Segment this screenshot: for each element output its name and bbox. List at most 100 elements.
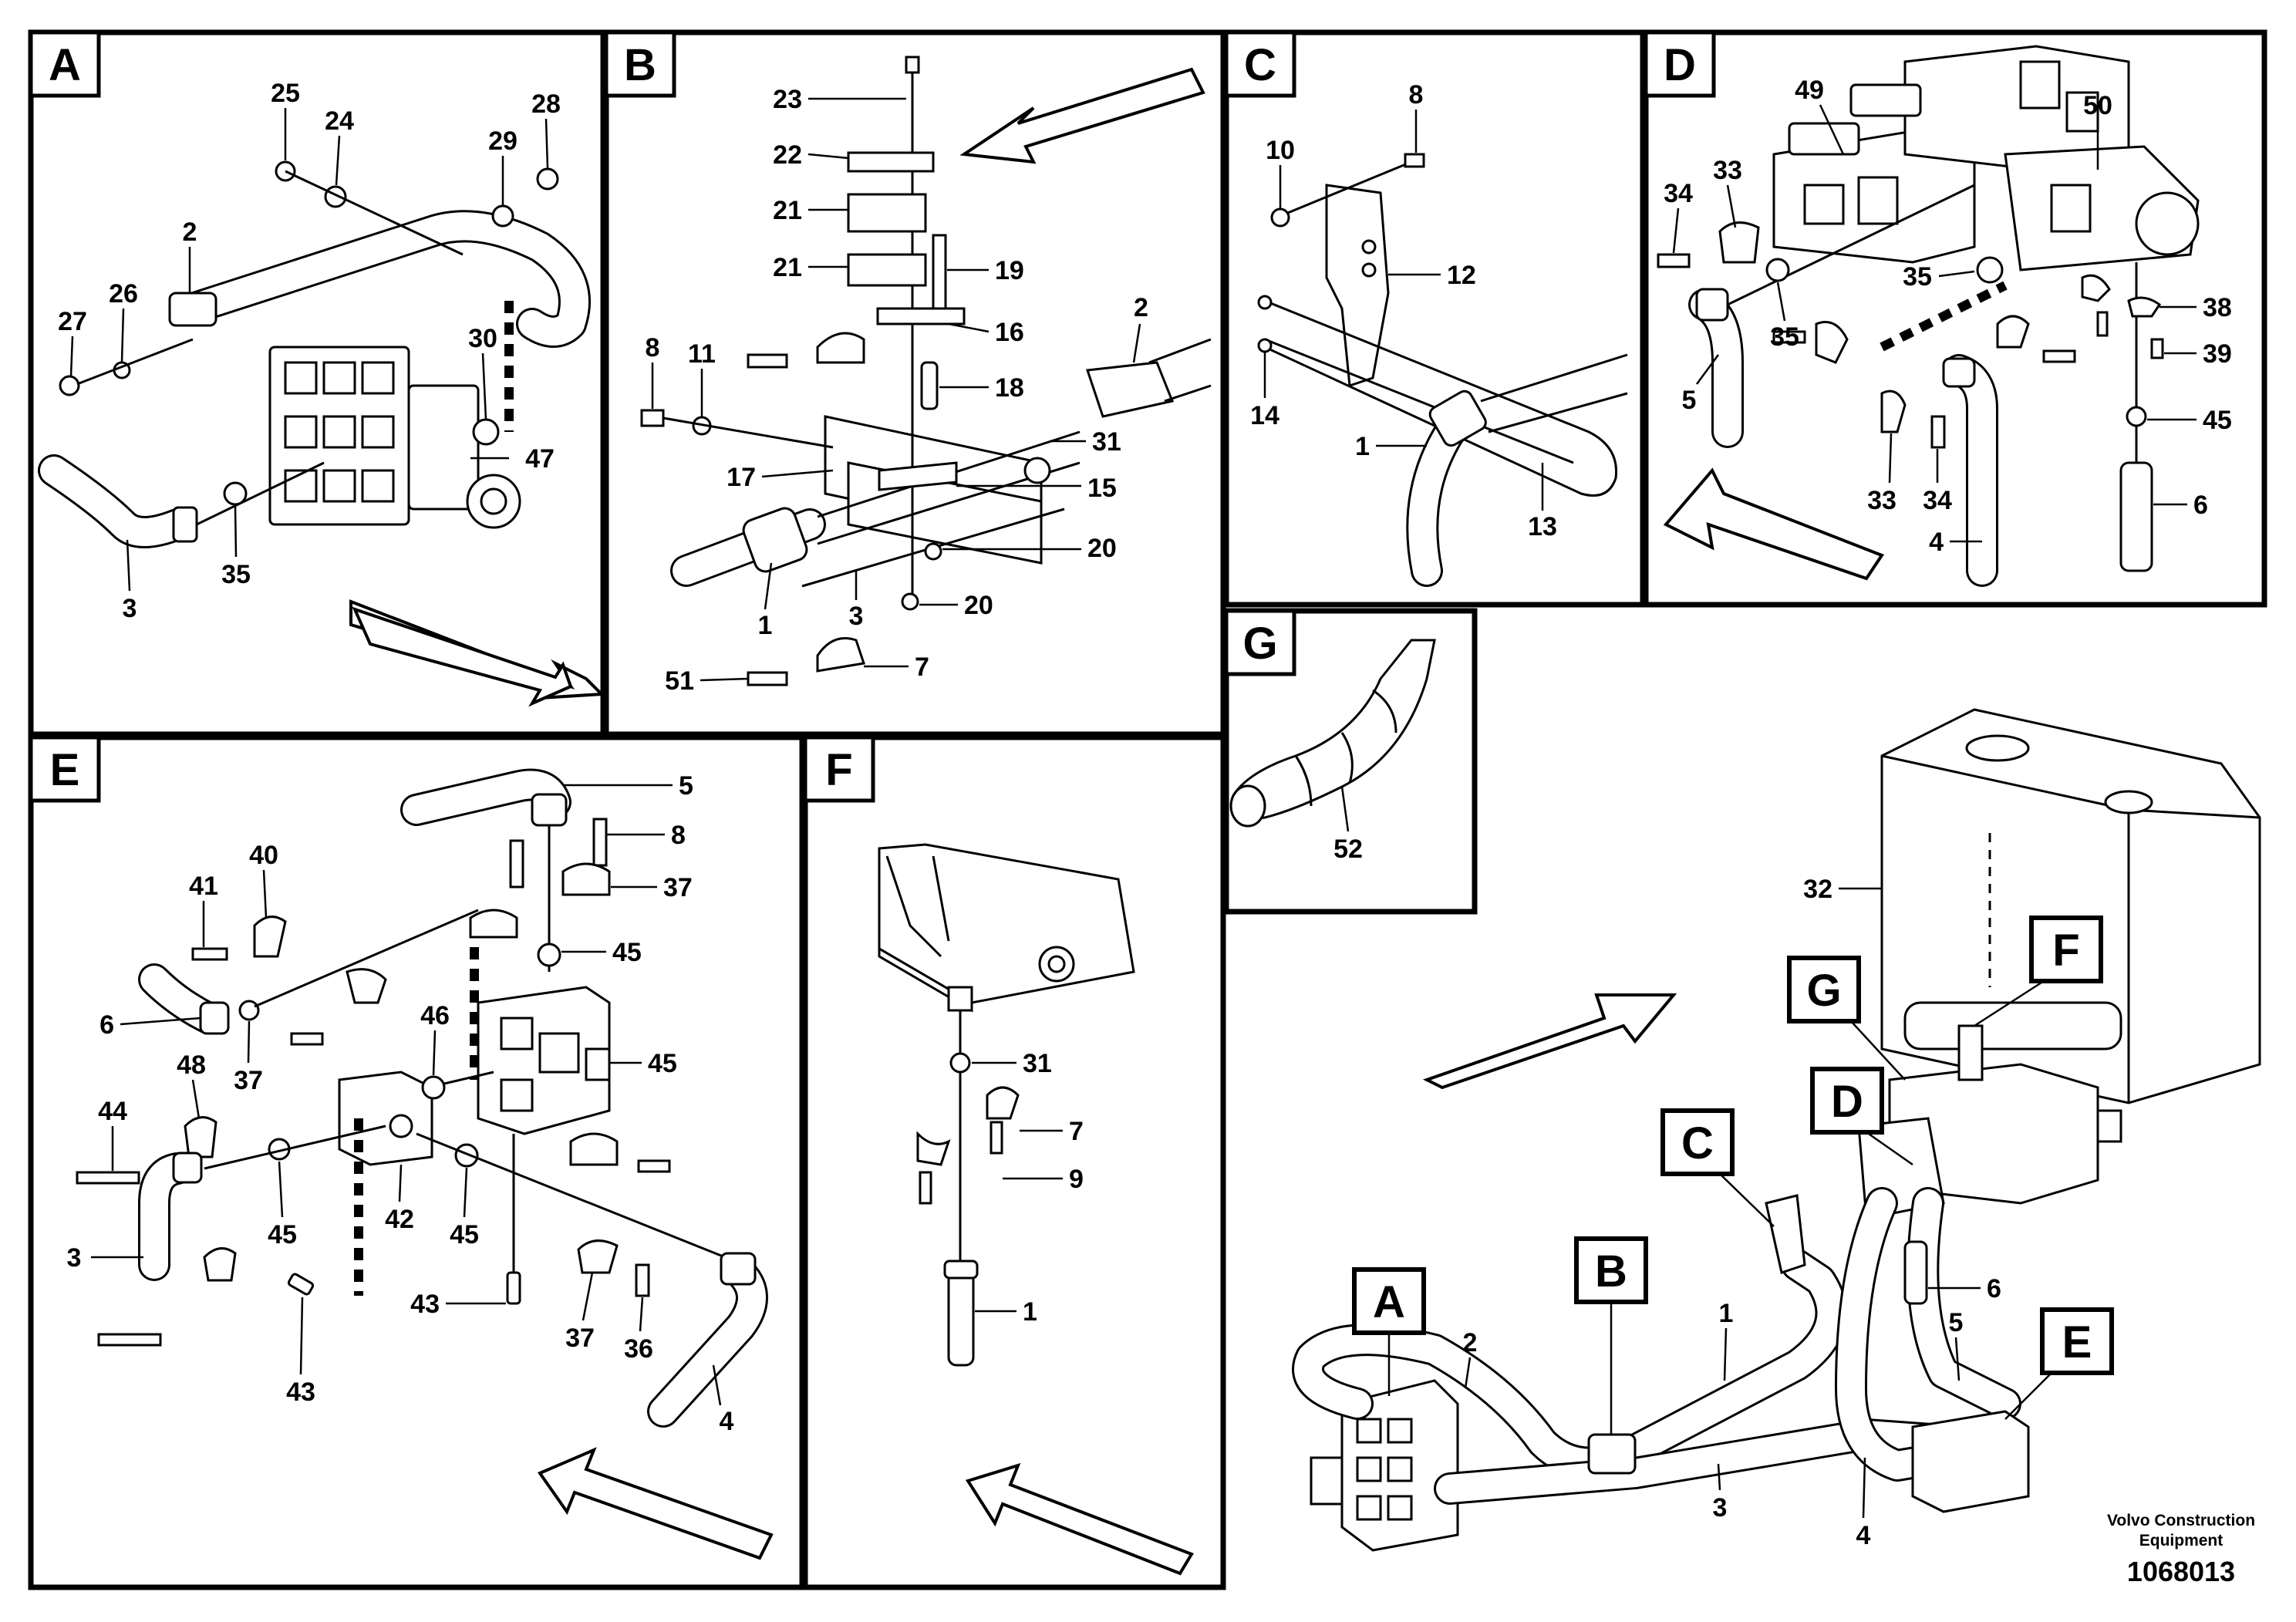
overview-callout-3: 3 [1713, 1493, 1728, 1523]
bolt-43b [287, 1273, 315, 1296]
overview-callout-2: 2 [1463, 1328, 1478, 1357]
callout-8: 8 [1409, 80, 1424, 110]
company-line-2: Equipment [2139, 1532, 2224, 1549]
overview-tag-d: D [1831, 1077, 1863, 1127]
callout-36: 36 [624, 1334, 653, 1364]
overview-control-valve [1310, 1379, 1459, 1552]
callout-33b: 33 [1867, 486, 1896, 515]
overview-tag-d-box [1810, 1067, 1884, 1135]
hose-fitting-3 [172, 506, 198, 543]
callout-44: 44 [98, 1097, 127, 1126]
bolt-36 [635, 1263, 650, 1297]
callout-5: 5 [679, 771, 693, 801]
callout-52: 52 [1333, 835, 1363, 864]
callout-26: 26 [109, 279, 138, 309]
callout-3: 3 [67, 1243, 82, 1273]
callout-51: 51 [665, 666, 694, 696]
panel-g-tag: G [1242, 619, 1277, 669]
bolt-27 [59, 375, 80, 396]
bolt-upper [747, 353, 788, 369]
callout-5: 5 [1682, 386, 1697, 415]
oring-31 [949, 1052, 971, 1074]
direction-arrow-icon [1422, 993, 1677, 1090]
callout-11: 11 [688, 339, 716, 369]
callout-24: 24 [325, 106, 354, 136]
bolt-41 [191, 947, 228, 961]
callout-45-top: 45 [612, 938, 642, 967]
pipe-2 [1148, 338, 1212, 364]
panel-d-tag-box [1644, 30, 1716, 98]
overview-callout-6: 6 [1987, 1274, 2001, 1303]
bolt-upper [509, 839, 524, 889]
connection-dash [1880, 281, 2008, 352]
footer: Volvo Construction Equipment 1068013 [2107, 1512, 2255, 1587]
oring-35c [1976, 256, 2004, 284]
overview-tag-e-box [2040, 1307, 2114, 1375]
oring-46 [238, 1000, 260, 1021]
overview-assembly: F G D C B A E 32 6 2 1 5 3 4 [1292, 708, 2261, 1552]
callout-19: 19 [995, 256, 1024, 285]
callout-8: 8 [646, 333, 660, 363]
overview-tag-b-box [1574, 1236, 1648, 1304]
clamp-40 [253, 916, 287, 958]
callout-25: 25 [271, 79, 300, 108]
clamp-33a [1718, 221, 1760, 264]
plate-15 [878, 461, 958, 491]
bolt-34b [1930, 415, 1946, 449]
bolt-23 [905, 56, 920, 74]
callout-50: 50 [2083, 91, 2112, 120]
callout-45-mid: 45 [268, 1220, 297, 1249]
hose-sleeve-52 [1232, 639, 1436, 820]
callout-17: 17 [727, 463, 756, 492]
clamp-7 [816, 637, 865, 673]
callout-49: 49 [1795, 76, 1824, 105]
callout-21a: 21 [773, 196, 802, 225]
panel-c-tag-box [1224, 30, 1296, 98]
clamp-33b [1880, 389, 1907, 433]
callout-39: 39 [2203, 339, 2232, 369]
callout-41: 41 [189, 872, 218, 901]
callout-34b: 34 [1923, 486, 1952, 515]
clamp-38a [2081, 274, 2111, 302]
hose-5-fitting [1695, 288, 1729, 322]
clamp-7 [986, 1086, 1020, 1120]
bolt-8 [640, 409, 665, 427]
callout-47: 47 [525, 444, 555, 474]
oring-45 [2126, 406, 2147, 427]
hose-5-fitting [531, 793, 568, 827]
nut-20b [901, 592, 919, 611]
overview-clamp-b [1587, 1433, 1637, 1475]
bracket-12 [1325, 184, 1390, 388]
bolt-9 [990, 1121, 1003, 1155]
u-bolt-13a [1264, 299, 1618, 497]
callout-1: 1 [1355, 432, 1370, 461]
plate-16 [876, 307, 966, 325]
bolt-8 [1404, 153, 1425, 168]
callout-2: 2 [183, 218, 197, 247]
overview-callout-5: 5 [1949, 1308, 1964, 1337]
clamp-d-right [1996, 315, 2030, 349]
callout-12: 12 [1447, 261, 1476, 290]
callout-42: 42 [385, 1205, 414, 1234]
company-line-1: Volvo Construction [2107, 1512, 2255, 1529]
clamp-half-21b [847, 253, 927, 287]
callout-35b: 35 [1770, 322, 1799, 352]
overview-tag-f-box [2029, 916, 2103, 983]
panel-f-tag: F [825, 745, 852, 795]
overview-tag-f: F [2052, 926, 2079, 976]
callout-45-left: 46 [420, 1001, 450, 1030]
clamp-mid-e [346, 968, 387, 1004]
callout-16: 16 [995, 318, 1024, 347]
oring-24 [324, 185, 347, 208]
oring-35 [223, 481, 248, 506]
pipe-1-sleeve [742, 507, 808, 573]
plate-22 [847, 151, 935, 173]
clamp-37-top [561, 862, 611, 896]
callout-20a: 20 [1087, 534, 1117, 563]
callout-23: 23 [773, 85, 802, 114]
panel-f-tag-box [803, 735, 875, 803]
hose-3-fitting [172, 1152, 203, 1184]
callout-45: 45 [2203, 406, 2232, 435]
callout-6: 6 [99, 1010, 114, 1040]
